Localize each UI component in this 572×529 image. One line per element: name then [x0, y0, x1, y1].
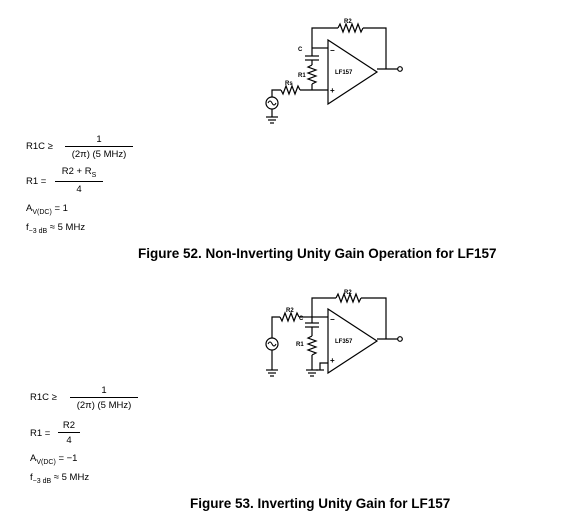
fig52-eq3: AV(DC) = 1: [26, 203, 68, 216]
fig53-opamp-triangle: [327, 307, 379, 375]
fig53-eq3: AV(DC) = −1: [30, 453, 78, 466]
fig52-opamp-label: LF157: [335, 70, 353, 76]
fig52-feedback-wire: [311, 27, 338, 48]
fig52-opamp-triangle: [327, 38, 379, 106]
fig52-circuit: [265, 22, 403, 124]
fig53-r1-label: R1: [296, 342, 304, 348]
fig52-r1-label: R1: [298, 73, 306, 79]
fig52-eq1-lhs: R1C ≥: [26, 141, 53, 152]
fig52-eq2-lhs: R1 =: [26, 176, 47, 187]
fig53-r2-top-resistor: [335, 292, 362, 304]
fig53-eq4: f−3 dB ≈ 5 MHz: [30, 472, 90, 485]
fig53-r1-resistor: [306, 335, 318, 356]
fig52-caption: Figure 52. Non-Inverting Unity Gain Oper…: [138, 246, 497, 261]
fig52-r2-resistor: [337, 22, 364, 34]
fig52-r2-label: R2: [344, 19, 352, 25]
fig53-ground-r1: [306, 369, 318, 377]
fig53-eq1-den: (2π) (5 MHz): [76, 400, 132, 411]
fig53-eq2-lhs: R1 =: [30, 428, 51, 439]
fig52-eq1-den: (2π) (5 MHz): [71, 149, 127, 160]
fig53-r2-in-resistor: [279, 311, 300, 323]
fig53-c-label: C: [299, 316, 304, 322]
fig52-c-label: C: [298, 47, 303, 53]
fig53-output-terminal: [397, 336, 403, 342]
fig53-opamp-label: LF357: [335, 339, 353, 345]
fig53-eq2-den: 4: [66, 435, 72, 446]
fig53-ground-source: [266, 369, 278, 377]
fig52-minus-label: −: [330, 46, 335, 55]
fig52-r1-resistor: [306, 64, 318, 85]
fig52-rs-resistor: [280, 84, 301, 96]
fig52-eq2-den: 4: [76, 184, 82, 195]
fig53-eq2-num: R2: [62, 420, 76, 431]
fig53-minus-label: −: [330, 315, 335, 324]
fig53-plus-label: +: [330, 356, 335, 365]
fig53-caption: Figure 53. Inverting Unity Gain for LF15…: [190, 496, 451, 511]
fig53-feedback-wire: [311, 297, 336, 317]
fig52-eq4: f−3 dB ≈ 5 MHz: [26, 222, 86, 235]
fig53-r2-top-label: R2: [344, 290, 352, 296]
fig53-eq1-lhs: R1C ≥: [30, 392, 57, 403]
fig53-circuit: [265, 292, 403, 377]
fig52-eq2-num: R2 + RS: [61, 166, 97, 179]
fig52-output-terminal: [397, 66, 403, 72]
fig52-ground: [266, 116, 278, 124]
fig52-rs-label: Rs: [285, 81, 293, 87]
fig52-eq1-num: 1: [96, 134, 102, 145]
fig53-eq1-num: 1: [101, 385, 107, 396]
fig53-r2-in-label: R2: [286, 308, 294, 314]
fig52-plus-label: +: [330, 86, 335, 95]
